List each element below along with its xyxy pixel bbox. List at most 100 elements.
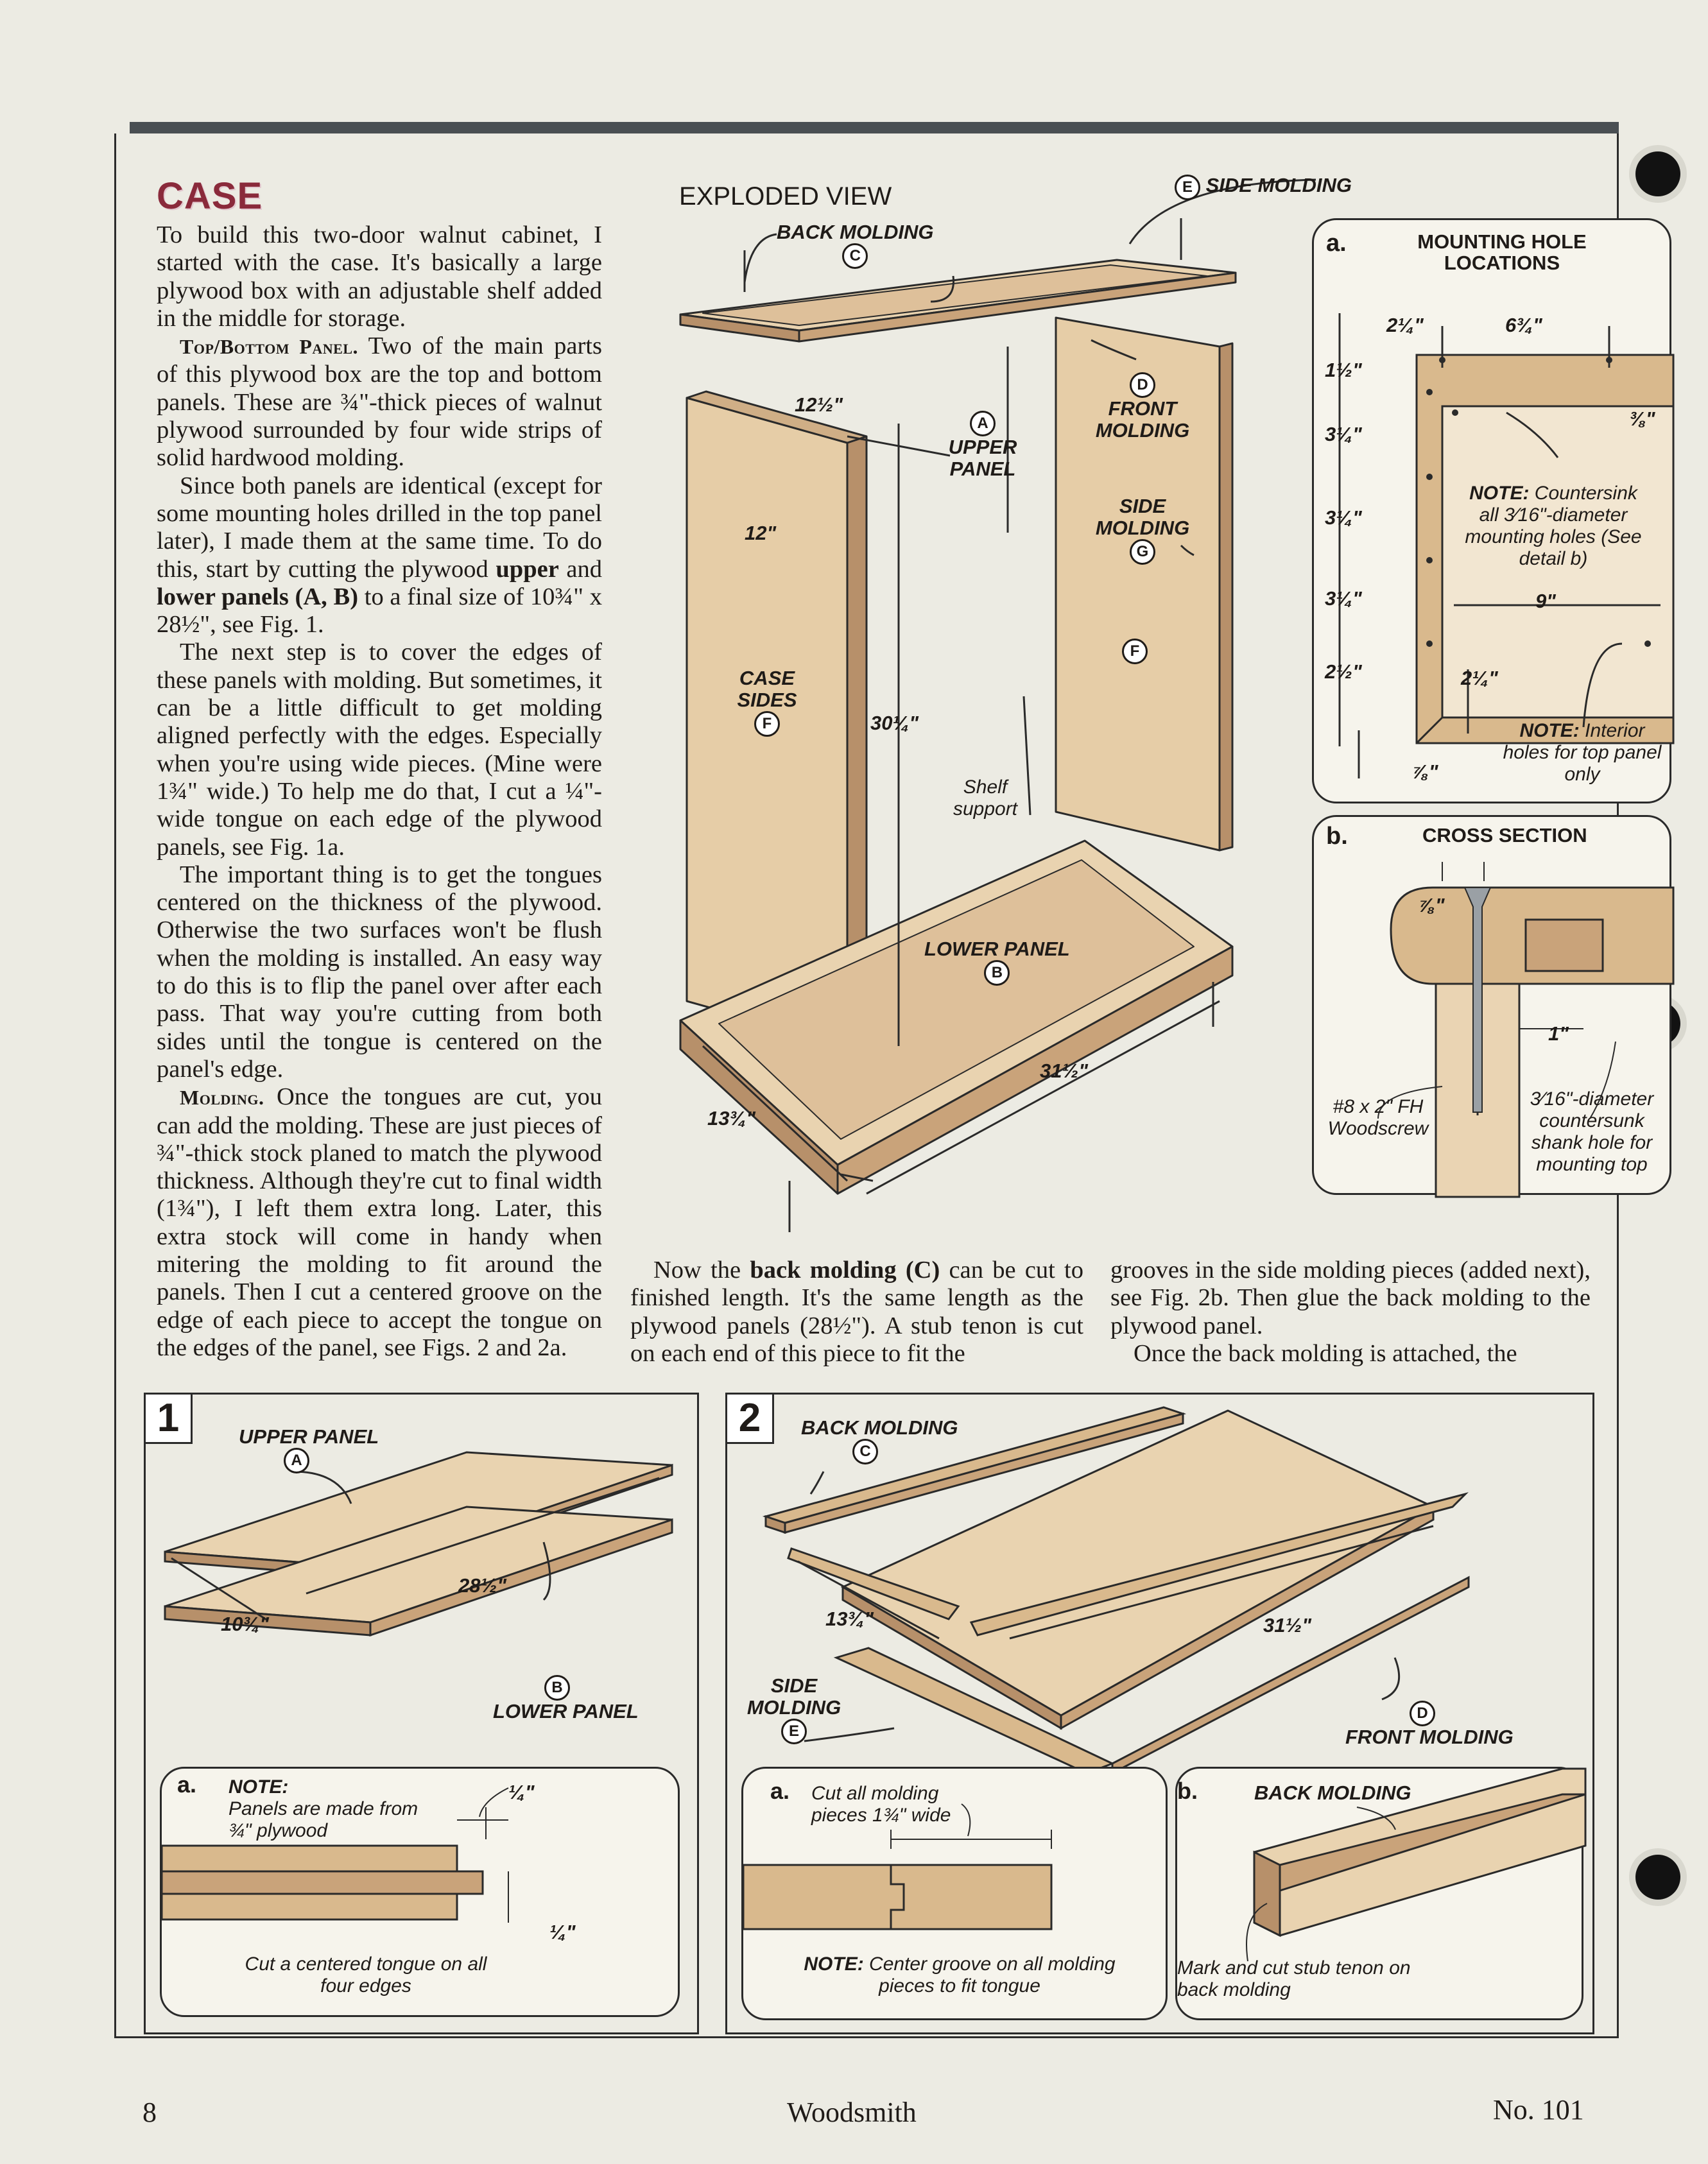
article-column: grooves in the side molding pieces (adde… (1110, 1257, 1591, 1368)
label-text: SIDE MOLDING (746, 1674, 841, 1719)
paragraph: Top/Bottom Panel. Two of the main parts … (157, 332, 602, 472)
dim-2-25-bottom: 2¼" (1461, 667, 1498, 689)
bold-term: back molding (C) (750, 1257, 940, 1284)
label-text: SIDE MOLDING (1205, 174, 1352, 196)
figure-number: 2 (725, 1393, 774, 1444)
dim-3-25: 3¼" (1325, 587, 1362, 610)
binder-hole (1635, 1855, 1680, 1900)
dim-3-8: ⅜" (1629, 408, 1655, 430)
dim-10-75: 10¾" (221, 1613, 270, 1635)
fig1-inset-caption: Cut a centered tongue on all four edges (245, 1954, 487, 1997)
figure-2-inset-a-drawing (742, 1803, 1053, 1930)
dim-31-5: 31½" (1040, 1060, 1089, 1082)
detail-a-note-countersink: NOTE: Countersink all 3⁄16"-diameter mou… (1457, 483, 1650, 570)
note-text: Interior holes for top panel only (1503, 720, 1662, 785)
dim-quarter-top: ¼" (508, 1781, 535, 1803)
label-text: LOWER PANEL (493, 1700, 639, 1722)
paragraph-text: Since both panels are identical (except … (157, 472, 602, 583)
paragraph: The important thing is to get the tongue… (157, 861, 602, 1083)
note-text: Countersink all 3⁄16"-diameter mounting … (1465, 483, 1642, 569)
paragraph: Once the back molding is attached, the (1134, 1339, 1517, 1367)
part-letter: E (781, 1719, 807, 1744)
dim-13-75: 13¾" (825, 1608, 874, 1630)
detail-b-drawing (1377, 862, 1675, 1198)
detail-b-letter: b. (1326, 823, 1348, 850)
fig2-inset-a-top: Cut all molding pieces 1¾" wide (811, 1783, 951, 1826)
paragraph: Now the back molding (C) can be cut to f… (630, 1257, 1083, 1368)
part-letter: B (544, 1675, 570, 1701)
dim-7-8: ⅞" (1412, 760, 1438, 783)
dim-12-5: 12½" (795, 393, 843, 416)
dim-31-5: 31½" (1263, 1614, 1312, 1636)
run-in-head: Top/Bottom Panel. (180, 335, 358, 359)
detail-a-letter: a. (1326, 230, 1347, 257)
label-text: UPPER PANEL (948, 436, 1017, 480)
figure-1-inset-drawing (160, 1787, 509, 1923)
fig2-inset-a-note: NOTE: Center groove on all molding piece… (783, 1954, 1136, 1997)
figure-1-drawing (164, 1451, 673, 1637)
paragraph-text: to a final size of 10¾" x 28½", see Fig.… (157, 583, 602, 639)
magazine-name: Woodsmith (787, 2097, 917, 2128)
figure-2-inset-b (1175, 1767, 1587, 2020)
fig2-inset-b-letter: b. (1177, 1778, 1198, 1804)
dim-13-75: 13¾" (707, 1107, 756, 1129)
note-text: Center groove on all molding pieces to f… (869, 1954, 1116, 1997)
fig2-inset-a-letter: a. (770, 1778, 790, 1804)
issue-number: No. 101 (1493, 2094, 1584, 2125)
label-text: CASE SIDES (737, 667, 797, 711)
dim-7-8: ⅞" (1419, 894, 1445, 916)
paragraph: Molding. Once the tongues are cut, you c… (157, 1083, 602, 1362)
paragraph: Since both panels are identical (except … (157, 472, 602, 639)
bold-term: lower panels (A, B) (157, 583, 359, 610)
dim-quarter-side: ¼" (549, 1921, 576, 1943)
paragraph: The next step is to cover the edges of t… (157, 639, 602, 861)
article-column: To build this two-door walnut cabinet, I… (157, 221, 602, 1362)
label-text: FRONT MOLDING (1095, 397, 1190, 442)
detail-a-drawing (1338, 313, 1675, 778)
note-lead: NOTE: (804, 1954, 864, 1975)
detail-a-box (1312, 218, 1675, 803)
bold-term: upper (496, 555, 559, 583)
note-lead: NOTE: (1469, 483, 1530, 504)
part-letter: C (842, 243, 868, 269)
part-letter: A (284, 1448, 309, 1473)
dim-1: 1" (1548, 1022, 1569, 1045)
note-text: Panels are made from ¾" plywood (229, 1798, 418, 1841)
label-woodscrew: #8 x 2" FH Woodscrew (1327, 1096, 1429, 1139)
label-side-molding-top: E SIDE MOLDING (1175, 175, 1352, 200)
dim-2-5: 2½" (1325, 660, 1362, 683)
top-rule (130, 122, 1619, 133)
figure-2-inset-a (741, 1767, 1168, 2020)
article-column: Now the back molding (C) can be cut to f… (630, 1257, 1083, 1368)
label-text: LOWER PANEL (924, 938, 1070, 960)
paragraph: To build this two-door walnut cabinet, I… (157, 221, 602, 332)
dim-28-5: 28½" (458, 1574, 507, 1597)
part-letter: F (1122, 639, 1148, 664)
part-letter: D (1130, 372, 1155, 398)
paragraph: grooves in the side molding pieces (adde… (1110, 1257, 1591, 1339)
part-letter: F (754, 711, 780, 737)
detail-a-title: MOUNTING HOLE LOCATIONS (1417, 230, 1587, 274)
detail-b-box (1312, 815, 1675, 1198)
exploded-view-title: EXPLODED VIEW (679, 182, 892, 210)
label-shank-hole: 3⁄16"-diameter countersunk shank hole fo… (1530, 1088, 1654, 1175)
dim-1-5: 1½" (1325, 359, 1362, 381)
section-heading: CASE (157, 175, 263, 217)
page-number: 8 (142, 2097, 157, 2128)
paragraph-text: and (558, 555, 603, 583)
dim-3-25: 3¼" (1325, 423, 1362, 445)
label-shelf-support: Shelf support (953, 777, 1018, 820)
figure-2-drawing (762, 1406, 1470, 1775)
detail-a-note-interior: NOTE: Interior holes for top panel only (1502, 720, 1662, 786)
figure-1-inset-a (160, 1767, 680, 2017)
label-text: BACK MOLDING (801, 1416, 958, 1439)
paragraph-text: Once the tongues are cut, you can add th… (157, 1083, 602, 1361)
dim-9: 9" (1535, 590, 1556, 612)
